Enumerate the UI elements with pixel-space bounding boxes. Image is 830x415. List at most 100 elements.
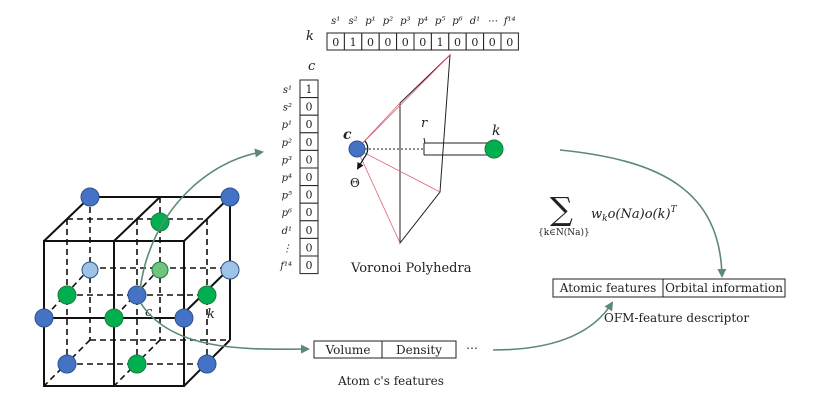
- k-vector-value: 0: [402, 36, 409, 49]
- c-vector-header: p³: [282, 155, 292, 166]
- k-vector-header: p⁴: [417, 16, 427, 27]
- lattice-atom-green: [57, 285, 77, 305]
- k-vector-header: d¹: [470, 16, 480, 27]
- formula-transpose: T: [671, 205, 678, 215]
- k-vector-header: f¹⁴: [503, 16, 516, 27]
- voronoi-center-atom: [348, 140, 366, 158]
- voronoi-ray-top: [356, 54, 451, 150]
- c-vector-header: p²: [282, 138, 292, 149]
- voronoi-ray-upper: [356, 102, 401, 150]
- voronoi-ray-bottom: [356, 148, 441, 193]
- c-vector-value: 0: [306, 224, 313, 237]
- lattice-atom-blue: [174, 308, 194, 328]
- k-vector-header: ⋯: [487, 16, 497, 27]
- k-vector-header: p²: [383, 16, 393, 27]
- voronoi-distance-label: r: [421, 116, 428, 131]
- lattice-atom-green: [150, 212, 170, 232]
- k-vector-value: 0: [419, 36, 426, 49]
- voronoi-caption: Voronoi Polyhedra: [350, 261, 472, 276]
- descriptor-atomic-label: Atomic features: [559, 281, 657, 295]
- feature-density-label: Density: [396, 343, 442, 357]
- formula-orbital-product: o(Na)o(k): [608, 207, 671, 222]
- c-vector-value: 0: [306, 153, 313, 166]
- atom-features-caption: Atom c's features: [337, 374, 444, 388]
- formula: ∑ {k∈N(Na)} wko(Na)o(k)T: [538, 190, 678, 238]
- lattice-neighbor-label: k: [207, 307, 215, 322]
- arrow-voronoi-to-descriptor: [559, 149, 727, 278]
- c-vector-value: 0: [306, 241, 313, 254]
- voronoi-center-label: c: [343, 127, 352, 143]
- c-vector-value: 0: [306, 101, 313, 114]
- k-vector-value: 1: [437, 36, 444, 49]
- c-vector-header: p⁴: [282, 173, 292, 184]
- c-vector-value: 0: [306, 136, 313, 149]
- c-vector-value: 0: [306, 118, 313, 131]
- arrow-lattice-to-features: [139, 301, 310, 354]
- formula-sum-symbol: ∑: [550, 190, 573, 228]
- k-vector-value: 0: [506, 36, 513, 49]
- lattice-atom-green: [127, 354, 147, 374]
- flow-arrows: [139, 148, 727, 354]
- c-vector-header: p⁵: [282, 191, 292, 202]
- k-vector-value: 0: [384, 36, 391, 49]
- k-vector-value: 0: [489, 36, 496, 49]
- k-vector-value: 0: [454, 36, 461, 49]
- voronoi-neighbor-atom: [484, 139, 504, 159]
- c-vector-header: f¹⁴: [279, 261, 292, 272]
- lattice-atom-blue: [34, 308, 54, 328]
- c-vector-value: 0: [306, 206, 313, 219]
- formula-expression: wko(Na)o(k)T: [591, 205, 678, 224]
- atom-features: Volume Density ⋯ Atom c's features: [313, 340, 478, 388]
- lattice-atom-light-blue: [81, 261, 99, 279]
- lattice-center-label: c: [145, 305, 153, 320]
- descriptor-cell-orbital: [662, 278, 786, 298]
- lattice-neighbor-atom: [197, 285, 217, 305]
- voronoi-ray-lower: [356, 148, 401, 244]
- voronoi-r-tick: [423, 137, 426, 144]
- c-vector-name: c: [308, 59, 316, 74]
- lattice-atom-light-blue: [220, 260, 240, 280]
- k-vector-header: p¹: [365, 16, 375, 27]
- c-vector-header: p⁶: [282, 208, 292, 219]
- voronoi-polyhedra: c k r Θ Voronoi Polyhedra: [343, 53, 504, 276]
- c-vector-value: 1: [306, 83, 313, 96]
- k-vector-cell: [500, 32, 519, 51]
- lattice-atom-light-green: [151, 261, 169, 279]
- feature-ellipsis: ⋯: [466, 341, 478, 355]
- formula-w: w: [591, 207, 602, 222]
- lattice-atom-blue: [57, 354, 77, 374]
- formula-w-subscript: k: [602, 214, 607, 224]
- lattice-atom-blue: [197, 354, 217, 374]
- k-vector-header: p⁵: [435, 16, 445, 27]
- lattice-center-atom: [127, 285, 147, 305]
- feature-cell-density: [381, 340, 457, 359]
- lattice-atom-blue: [220, 187, 240, 207]
- c-vector-header: p¹: [282, 120, 292, 131]
- k-vector-value: 1: [350, 36, 357, 49]
- c-vector-value: 0: [306, 171, 313, 184]
- arrow-features-to-descriptor: [492, 301, 614, 351]
- k-vector-header: s¹: [331, 16, 340, 27]
- k-vector-value: 0: [367, 36, 374, 49]
- c-vector-header: d¹: [282, 226, 292, 237]
- feature-volume-label: Volume: [325, 343, 371, 357]
- k-vector-name: k: [306, 29, 314, 44]
- k-vector-header: s²: [349, 16, 358, 27]
- descriptor-caption: OFM-feature descriptor: [604, 311, 749, 325]
- c-vector-value: 0: [306, 259, 313, 272]
- descriptor-orbital-label: Orbital information: [665, 281, 783, 295]
- k-vector-value: 0: [332, 36, 339, 49]
- arrow-lattice-to-voronoi: [139, 148, 264, 291]
- voronoi-face: [399, 53, 451, 245]
- c-vector-header: ⋮: [282, 243, 292, 254]
- c-vector-cell: [299, 255, 319, 275]
- k-vector-value: 0: [471, 36, 478, 49]
- c-vector-header: s¹: [283, 85, 292, 96]
